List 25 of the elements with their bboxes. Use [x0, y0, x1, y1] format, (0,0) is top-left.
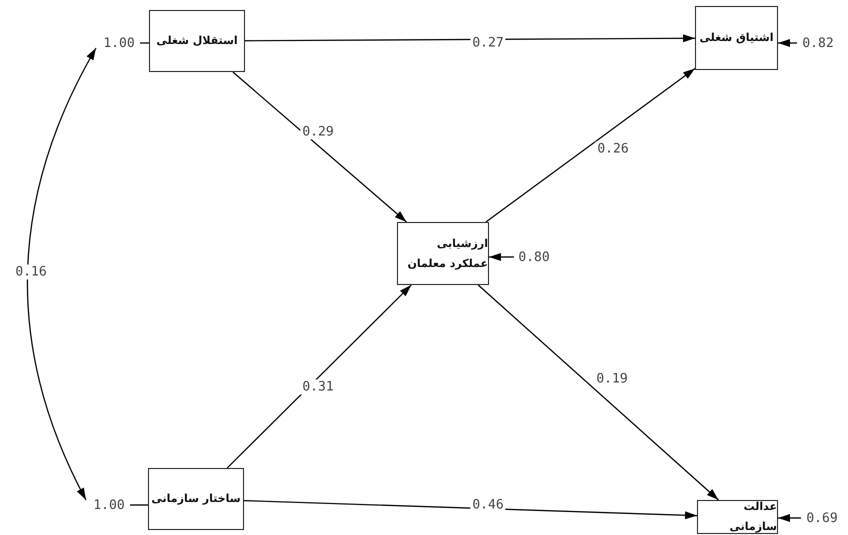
arrow	[26, 48, 97, 500]
variable-box: اشتیاق شغلی	[695, 6, 778, 70]
arrow	[245, 34, 695, 42]
arrow	[244, 500, 698, 520]
connector-line	[130, 504, 148, 506]
arrow	[778, 514, 801, 522]
edge-label: 0.46	[470, 498, 506, 512]
value-text: 0.69	[801, 509, 843, 527]
value-text: 1.00	[88, 496, 130, 514]
variable-box: عدالت سازمانی	[697, 500, 778, 534]
variable-box: ساختار سازمانی	[148, 468, 244, 530]
value-text: 1.00	[98, 34, 140, 52]
arrow	[232, 72, 407, 222]
value-text: 0.82	[797, 34, 839, 52]
edge-label: 0.16	[13, 264, 49, 280]
arrow	[226, 284, 412, 468]
arrow	[478, 284, 719, 500]
edge-label: 0.31	[300, 380, 336, 394]
variable-box: استقلال شغلی	[149, 10, 245, 72]
arrow	[489, 253, 514, 261]
arrow	[486, 68, 696, 222]
value-text: 0.80	[514, 248, 554, 266]
edge-label: 0.29	[300, 124, 336, 140]
variable-box: ارزشیابی عملکرد معلمان	[397, 222, 489, 285]
arrow	[778, 39, 797, 47]
